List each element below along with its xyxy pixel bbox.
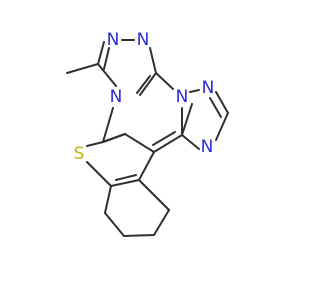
bond-cyc-3	[123, 234, 155, 237]
atom-n-right-triazole-top: N	[202, 78, 215, 98]
bond-s-c-bottom-left	[86, 161, 112, 187]
atom-s-thiophene: S	[74, 144, 85, 164]
bond-c-right-c-bottom-inner	[152, 131, 176, 146]
atom-n-bridgehead-left: N	[110, 87, 123, 107]
bond-c-bottom-right-c-bottom	[138, 151, 155, 181]
bond-cyc-2	[104, 212, 125, 237]
bond-c-methyl-n-top-left-inner	[103, 47, 110, 70]
atom-n-triazole-top-left: N	[107, 30, 120, 50]
bond-n-bridge-c-left	[102, 107, 114, 143]
bond-n-right-n-top	[189, 89, 200, 93]
bond-n-bottom-c	[181, 134, 200, 150]
bond-c-bottom-left-c-bottom-right-inner	[115, 174, 137, 181]
bond-layer	[66, 39, 229, 237]
bond-c-bottom-c-left	[124, 133, 155, 153]
bond-c-methyl-n-bridge	[97, 63, 117, 87]
atom-layer: N N N N N N S	[74, 30, 215, 164]
bond-cyc-4	[153, 209, 170, 236]
bond-c-bottom-left-c-bottom-right	[110, 179, 140, 187]
bond-cyc-5	[138, 179, 170, 211]
bond-c-methyl-n-top-left	[97, 41, 105, 65]
bond-c-n-right-triazole	[181, 103, 193, 136]
bond-c-right-n-bottom	[215, 112, 229, 141]
molecule-structure-diagram: N N N N N N S	[66, 30, 229, 237]
bond-fusion-n-right	[155, 72, 174, 90]
bond-c-left-c-bottom-double	[102, 133, 126, 143]
atom-n-triazole-top-right: N	[137, 30, 150, 50]
bond-n-top-c-right	[215, 91, 229, 114]
bond-c-c-fusion-double-inner	[136, 75, 151, 94]
bond-cyc-1	[104, 185, 112, 214]
atom-n-bridgehead-right: N	[176, 87, 189, 107]
bond-c-left-s	[86, 141, 104, 147]
bond-methyl	[66, 63, 99, 74]
atom-n-right-triazole-bottom: N	[201, 137, 214, 157]
bond-n-top-right-c	[149, 47, 157, 74]
bond-n-top-c-right-inner	[209, 97, 222, 118]
bond-c-c-fusion-double	[139, 72, 157, 96]
bond-c-right-c-bottom	[153, 134, 183, 153]
